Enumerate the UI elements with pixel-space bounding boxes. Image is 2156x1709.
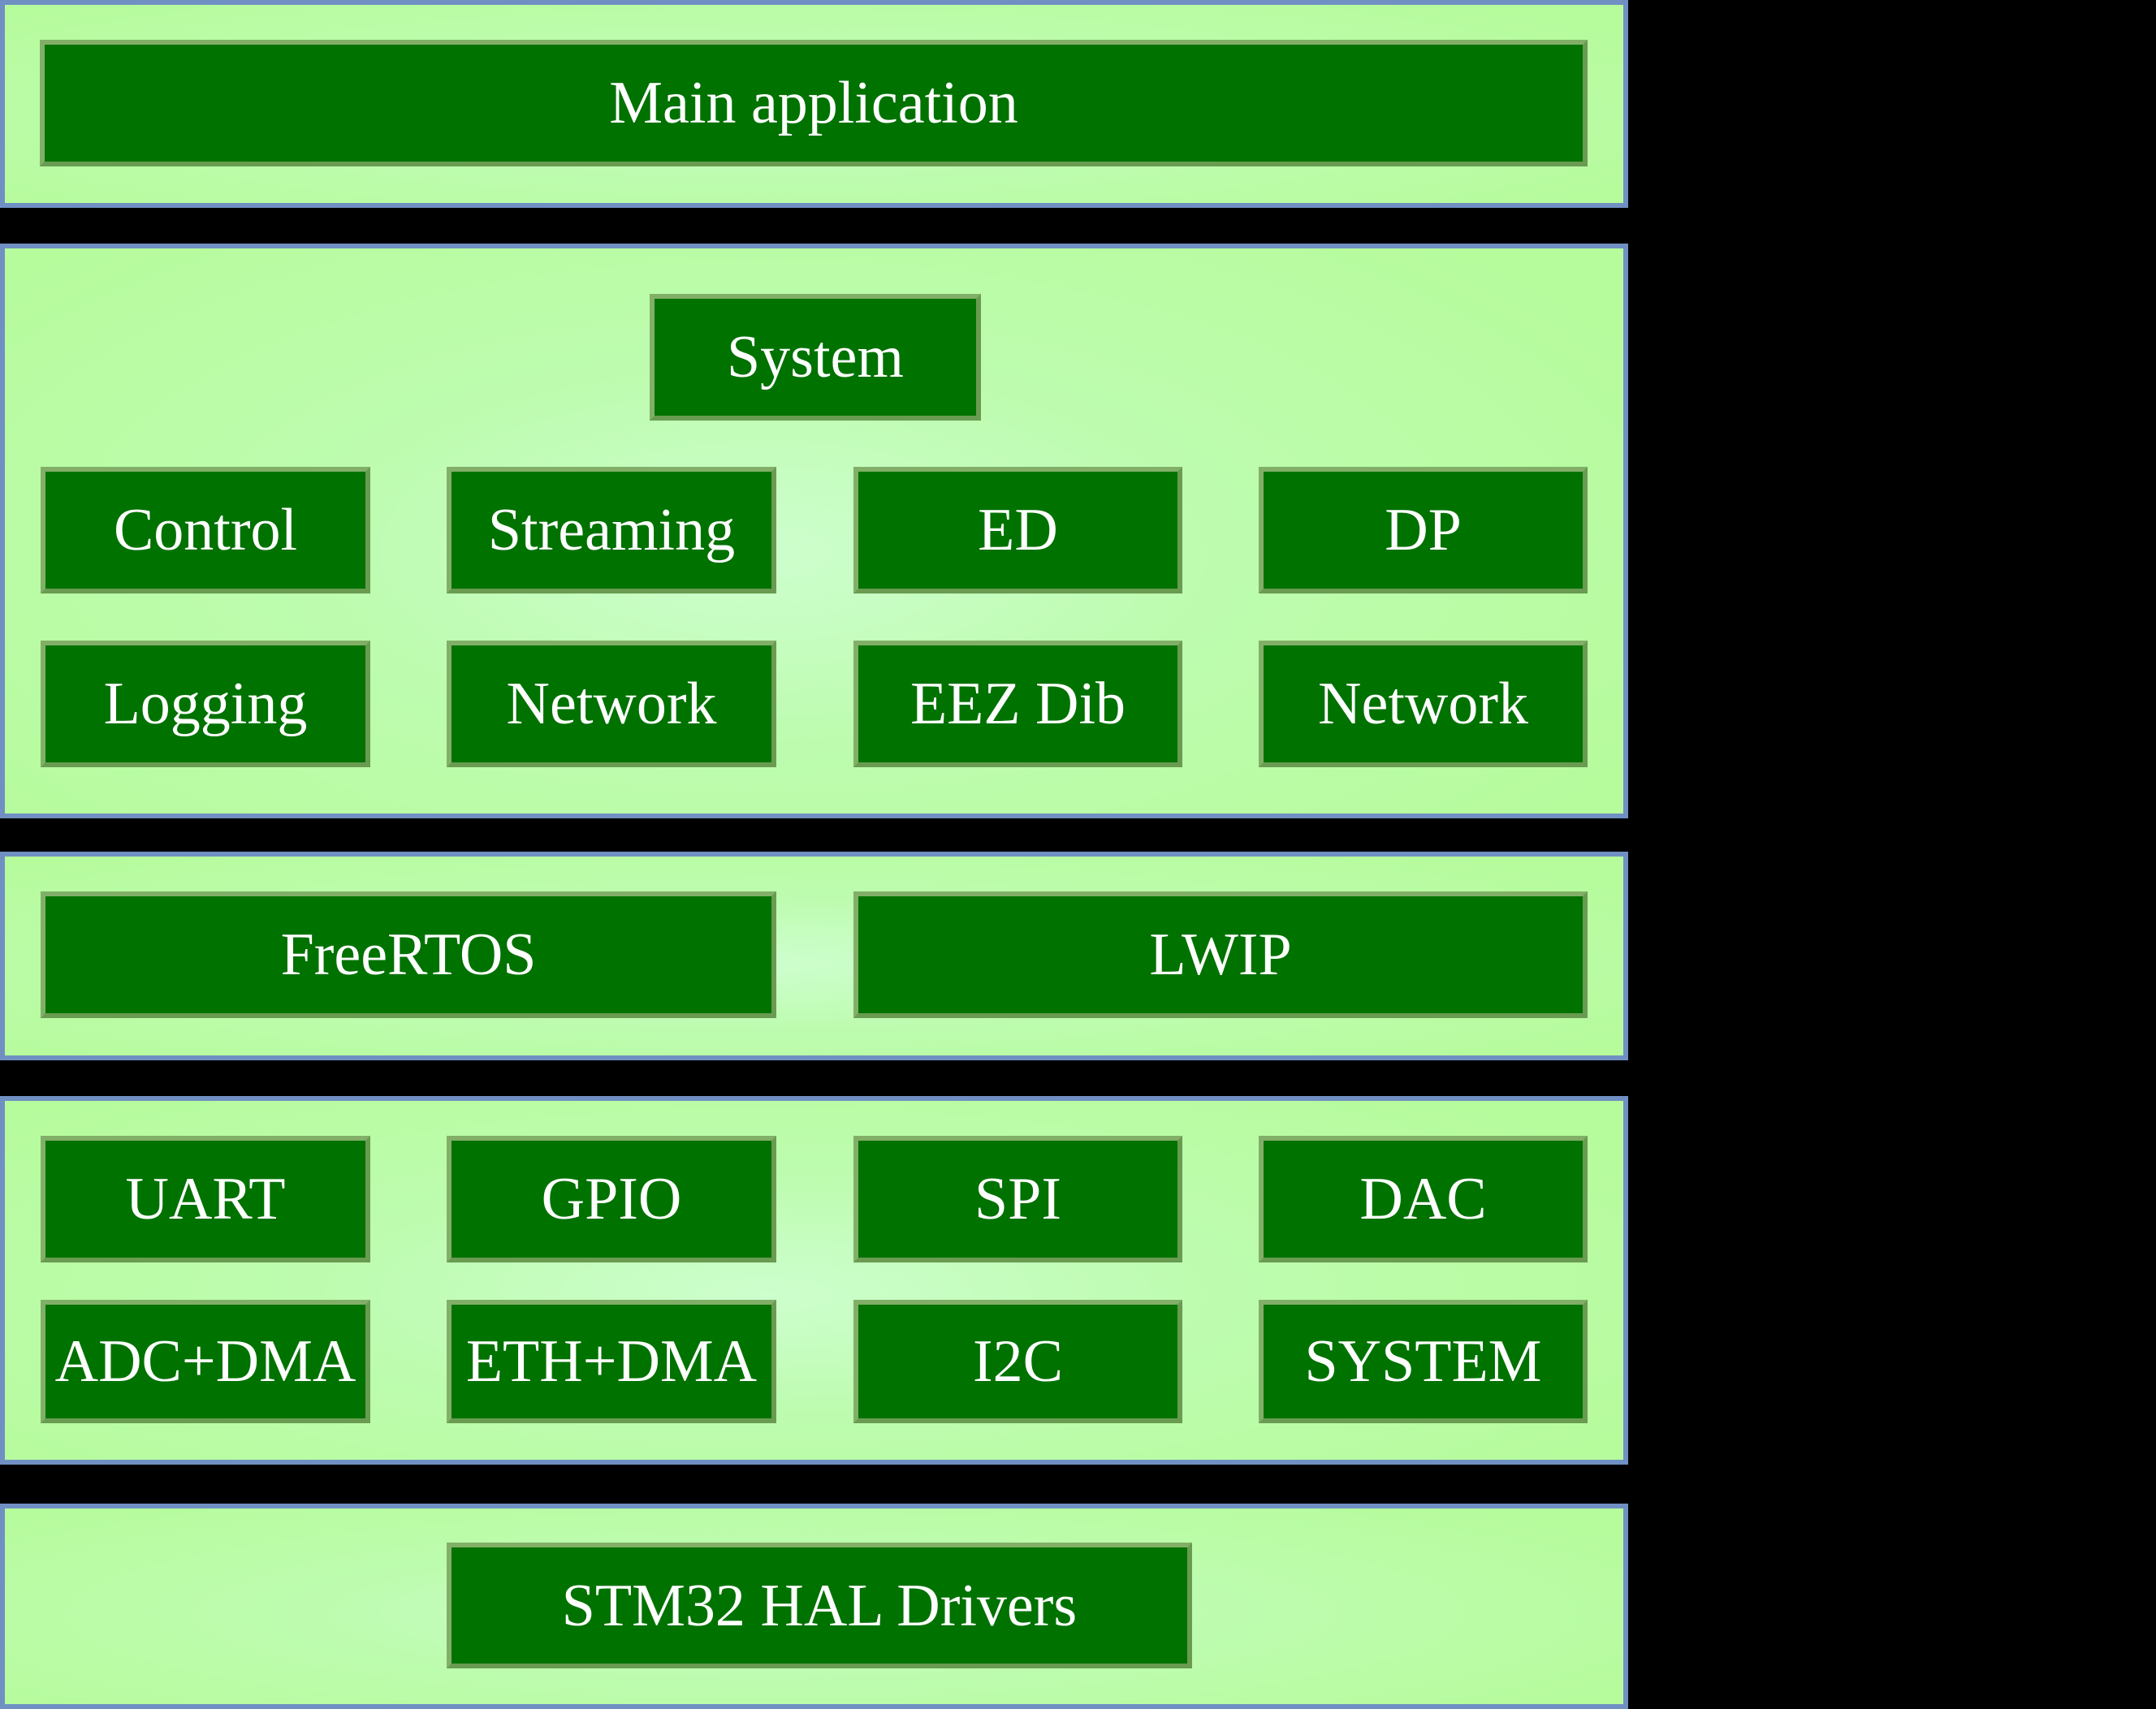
box-gpio: GPIO — [447, 1136, 776, 1262]
box-stm32-hal-drivers: STM32 HAL Drivers — [447, 1543, 1192, 1668]
box-lwip: LWIP — [853, 891, 1588, 1018]
box-adc-dma: ADC+DMA — [41, 1300, 370, 1423]
box-uart: UART — [41, 1136, 370, 1262]
layer-main-application: Main application — [0, 0, 1628, 208]
box-system: System — [650, 294, 981, 421]
box-dp: DP — [1259, 467, 1588, 593]
box-control: Control — [41, 467, 370, 593]
box-network-1: Network — [447, 641, 776, 767]
box-network-2: Network — [1259, 641, 1588, 767]
layer-system-threads: System Control Streaming ED DP Logging N… — [0, 244, 1628, 818]
layer-rtos-lwip: FreeRTOS LWIP — [0, 852, 1628, 1060]
box-eth-dma: ETH+DMA — [447, 1300, 776, 1423]
box-i2c: I2C — [853, 1300, 1182, 1423]
box-freertos: FreeRTOS — [41, 891, 776, 1018]
layer-stm32-hal: STM32 HAL Drivers — [0, 1504, 1628, 1709]
box-spi: SPI — [853, 1136, 1182, 1262]
box-main-application: Main application — [40, 40, 1588, 166]
box-logging: Logging — [41, 641, 370, 767]
box-eez-dib: EEZ Dib — [853, 641, 1182, 767]
box-streaming: Streaming — [447, 467, 776, 593]
layer-peripheral-drivers: UART GPIO SPI DAC ADC+DMA ETH+DMA I2C SY… — [0, 1096, 1628, 1465]
box-ed: ED — [853, 467, 1182, 593]
box-dac: DAC — [1259, 1136, 1588, 1262]
box-system-peripheral: SYSTEM — [1259, 1300, 1588, 1423]
